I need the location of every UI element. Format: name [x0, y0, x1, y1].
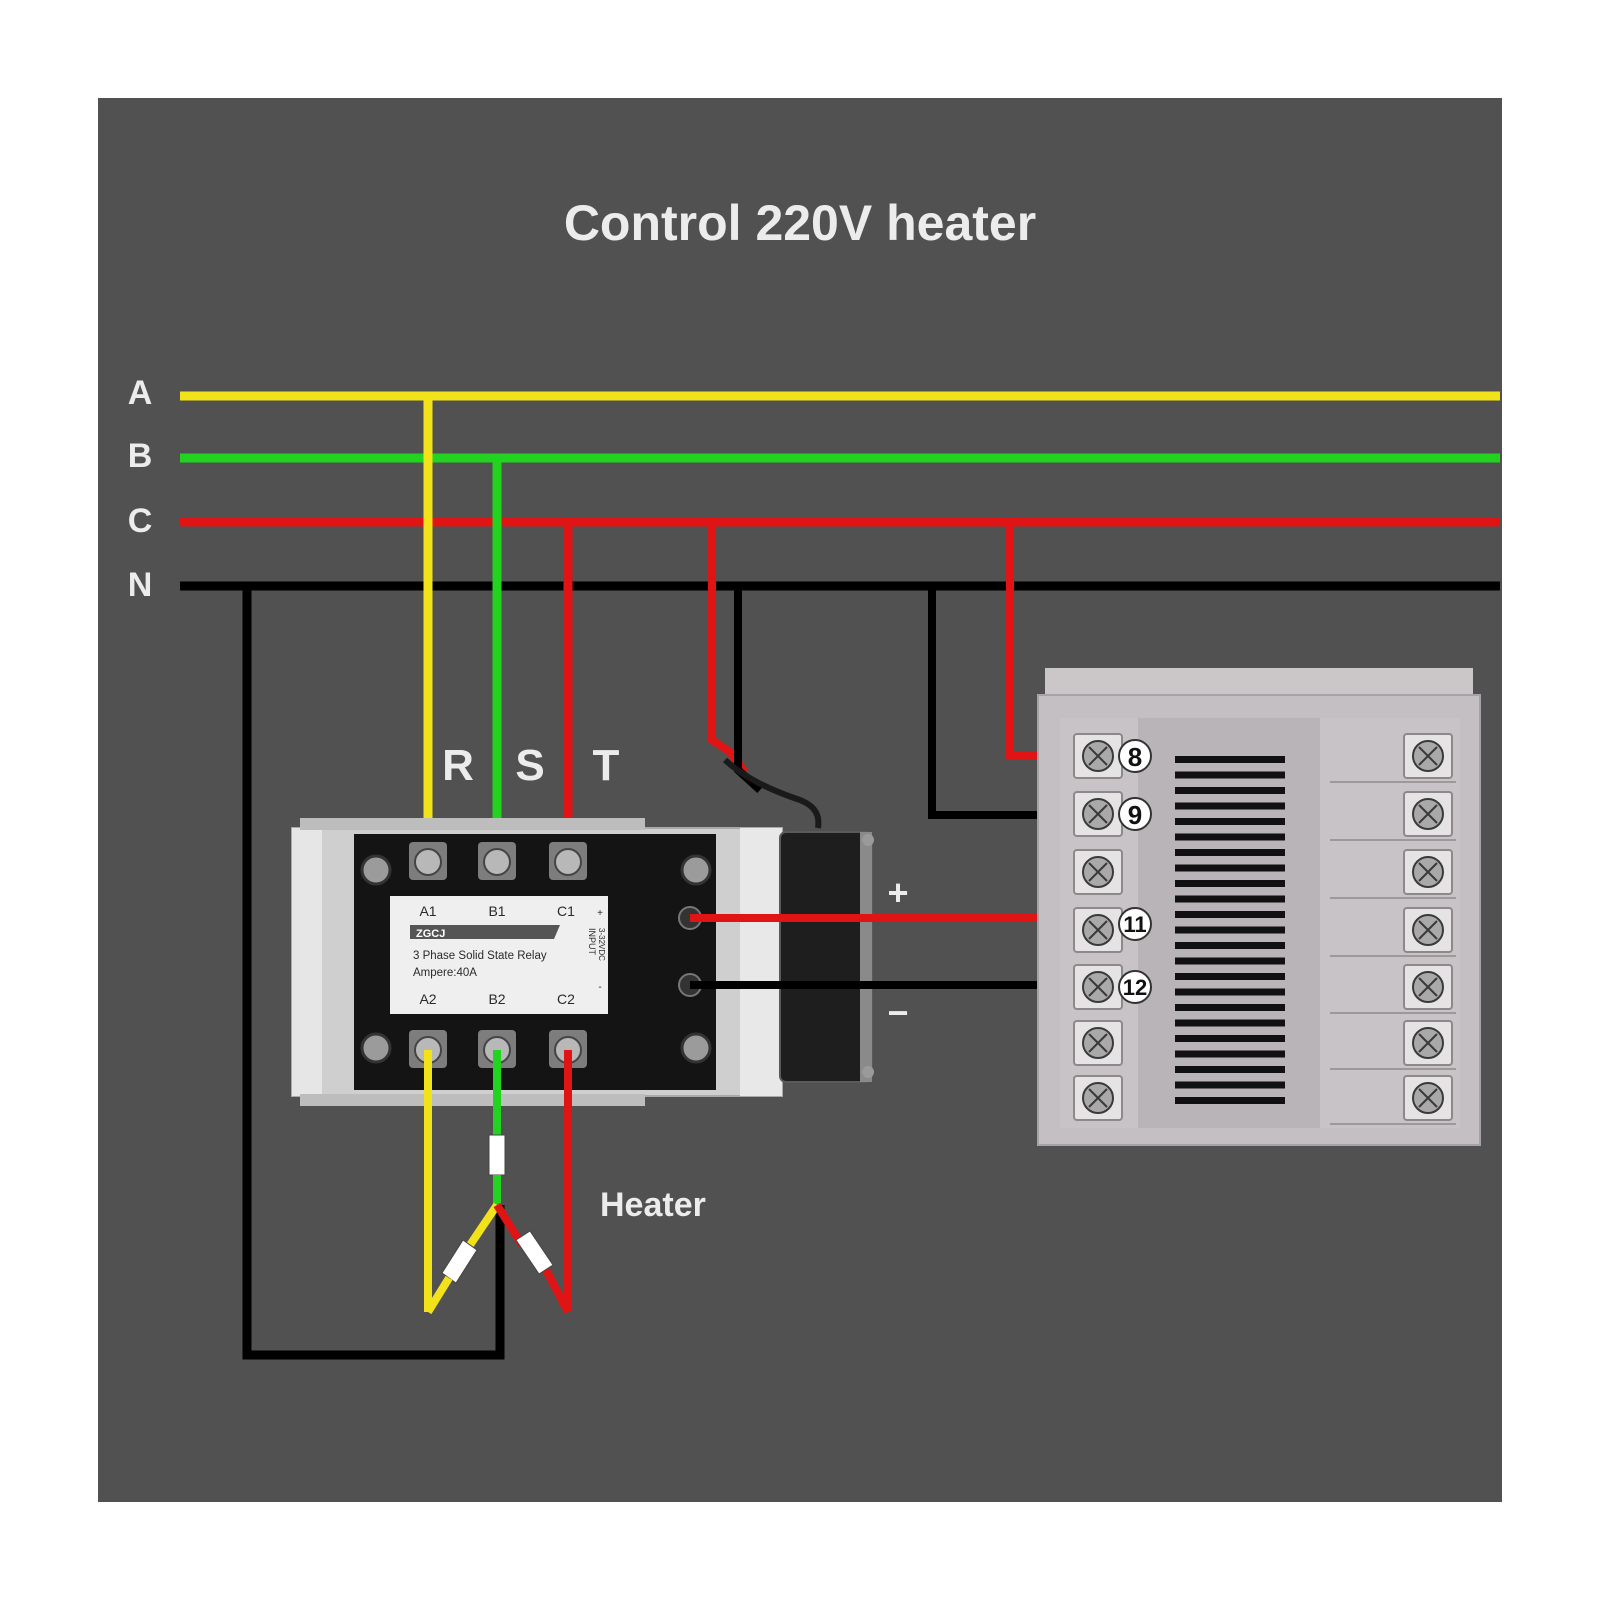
brand-label: ZGCJ [416, 928, 445, 940]
phase-label-s: S [515, 741, 544, 790]
vent-slot [1175, 787, 1285, 794]
line-b-label: B [128, 437, 153, 475]
heater-wiring [424, 1050, 572, 1315]
terminal-c2-label: C2 [557, 991, 575, 1007]
terminal-screw-icon [1403, 733, 1453, 779]
controller-right-terminals [1330, 733, 1456, 1125]
vent-slot [1175, 833, 1285, 841]
terminal-8-badge: 8 [1118, 739, 1152, 773]
vent-slot [1175, 926, 1285, 934]
input-label: INPUT [587, 928, 597, 956]
vent-slot [1175, 911, 1285, 918]
vent-slot [1175, 1097, 1285, 1104]
vent-slot [1175, 880, 1285, 887]
phase-label-t: T [593, 741, 620, 790]
terminal-screw-icon [1403, 1075, 1453, 1121]
vent-slot [1175, 957, 1285, 965]
input-minus-small-label: - [598, 982, 601, 993]
terminal-screw-icon [1403, 791, 1453, 837]
vent-slot [1175, 864, 1285, 872]
vent-slot [1175, 818, 1285, 825]
vent-slot [1175, 988, 1285, 996]
terminal-11-number: 11 [1123, 912, 1146, 937]
terminal-12-number: 12 [1123, 975, 1147, 1000]
vent-slot [1175, 1019, 1285, 1027]
mount-screw-icon [360, 854, 392, 886]
vent-slot [1175, 1050, 1285, 1058]
heater-label: Heater [600, 1186, 706, 1224]
vent-slot [1175, 895, 1285, 903]
terminal-a1-label: A1 [419, 903, 436, 919]
mount-screw-icon [360, 1032, 392, 1064]
terminal-c1-label: C1 [557, 903, 575, 919]
brand-banner [410, 925, 560, 939]
fan-wire-n [734, 586, 763, 793]
relay-product-label: 3 Phase Solid State Relay [413, 950, 547, 962]
terminal-b1-label: B1 [488, 903, 505, 919]
vent-slot [1175, 942, 1285, 949]
terminal-screw-icon [1073, 964, 1123, 1010]
temperature-controller [1037, 668, 1481, 1146]
terminal-screw-icon [478, 842, 516, 880]
vent-slot [1175, 849, 1285, 856]
terminal-screw-icon [1403, 1020, 1453, 1066]
terminal-a2-label: A2 [419, 991, 436, 1007]
terminal-screw-icon [1403, 849, 1453, 895]
terminal-screw-icon [1073, 907, 1123, 953]
terminal-screw-icon [1073, 791, 1123, 837]
terminal-b2-label: B2 [488, 991, 505, 1007]
vent-slot [1175, 1081, 1285, 1089]
ventilation-slots [1175, 756, 1285, 1104]
vent-slot [1175, 1066, 1285, 1073]
heater-connector [441, 1239, 478, 1284]
neutral-return-wire [242, 586, 505, 1360]
mount-screw-icon [680, 854, 712, 886]
polarity-minus-label: − [887, 992, 908, 1033]
mount-screw-icon [680, 1032, 712, 1064]
terminal-screw-icon [1403, 964, 1453, 1010]
terminal-9-badge: 9 [1118, 797, 1152, 831]
vent-slot [1175, 1035, 1285, 1042]
diagram-title: Control 220V heater [564, 195, 1036, 251]
vent-slot [1175, 802, 1285, 810]
heater-connector [488, 1134, 506, 1176]
polarity-plus-label: + [887, 872, 908, 913]
vent-slot [1175, 973, 1285, 980]
relay-label-panel [390, 896, 608, 1014]
solid-state-relay: A1 B1 C1 ZGCJ 3 Phase Solid State Relay … [291, 818, 874, 1106]
input-range-label: 3-32VDC [597, 928, 606, 961]
terminal-screw-icon [549, 842, 587, 880]
terminal-screw-icon [1073, 849, 1123, 895]
vent-slot [1175, 771, 1285, 779]
terminal-9-number: 9 [1128, 800, 1142, 830]
heater-connector [515, 1230, 554, 1275]
line-n-label: N [128, 566, 153, 604]
controller-left-terminals [1073, 733, 1123, 1121]
relay-ampere-label: Ampere:40A [413, 967, 477, 979]
terminal-screw-icon [1403, 907, 1453, 953]
terminal-12-badge: 12 [1118, 970, 1152, 1004]
vent-slot [1175, 756, 1285, 763]
terminal-screw-icon [409, 1030, 447, 1068]
phase-label-r: R [442, 741, 474, 790]
vent-slot [1175, 1004, 1285, 1011]
terminal-screw-icon [1073, 733, 1123, 779]
fan-cable-bundle [722, 757, 822, 829]
terminal-8-number: 8 [1128, 742, 1142, 772]
terminal-screw-icon [1073, 1020, 1123, 1066]
terminal-screw-icon [409, 842, 447, 880]
input-plus-small-label: + [597, 908, 603, 919]
terminal-screw-icon [1073, 1075, 1123, 1121]
line-c-label: C [128, 502, 153, 540]
cooling-fan [779, 831, 873, 1083]
terminal-11-badge: 11 [1118, 907, 1152, 941]
line-a-label: A [128, 374, 153, 412]
